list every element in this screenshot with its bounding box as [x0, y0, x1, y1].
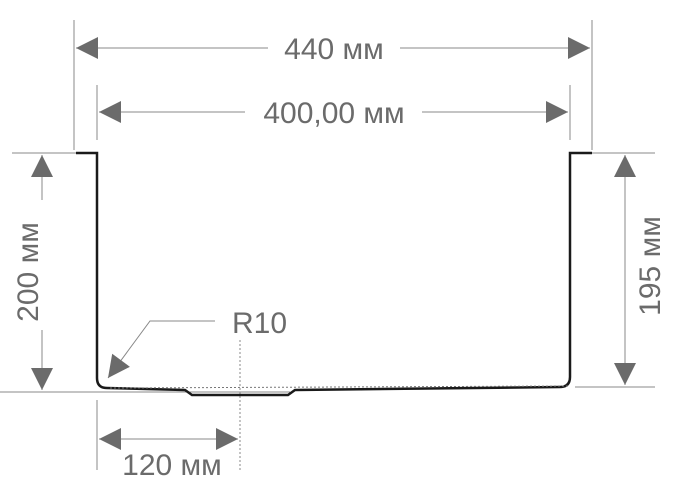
dimension-inner-height: 195 мм — [614, 155, 670, 385]
dimension-inner-width: 400,00 мм — [99, 97, 568, 130]
dimension-outer-width: 440 мм — [76, 33, 590, 66]
inner-height-label: 195 мм — [634, 216, 667, 316]
sink-profile — [76, 151, 592, 397]
outer-width-label: 440 мм — [284, 33, 384, 66]
dimension-drain-offset: 120 мм — [99, 428, 238, 482]
radius-label: R10 — [232, 307, 287, 340]
radius-callout: R10 — [107, 307, 287, 379]
dimension-outer-height: 200 мм — [10, 155, 54, 390]
inner-width-label: 400,00 мм — [263, 97, 404, 130]
drain-offset-label: 120 мм — [122, 449, 222, 482]
outer-height-label: 200 мм — [12, 222, 45, 322]
extension-lines — [0, 20, 655, 470]
